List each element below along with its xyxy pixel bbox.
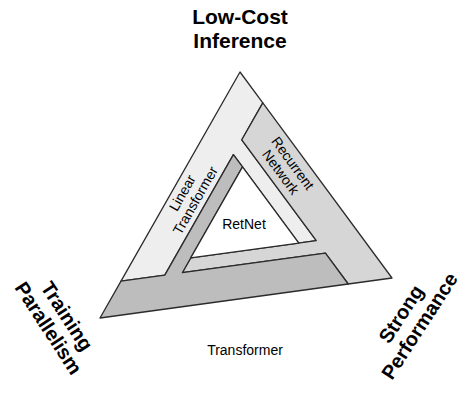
corner-label: Training Parallelism <box>11 266 105 379</box>
corner-label: Low-Cost Inference <box>165 5 315 52</box>
center-label: RetNet <box>222 217 266 232</box>
side-label: Transformer <box>207 343 283 358</box>
